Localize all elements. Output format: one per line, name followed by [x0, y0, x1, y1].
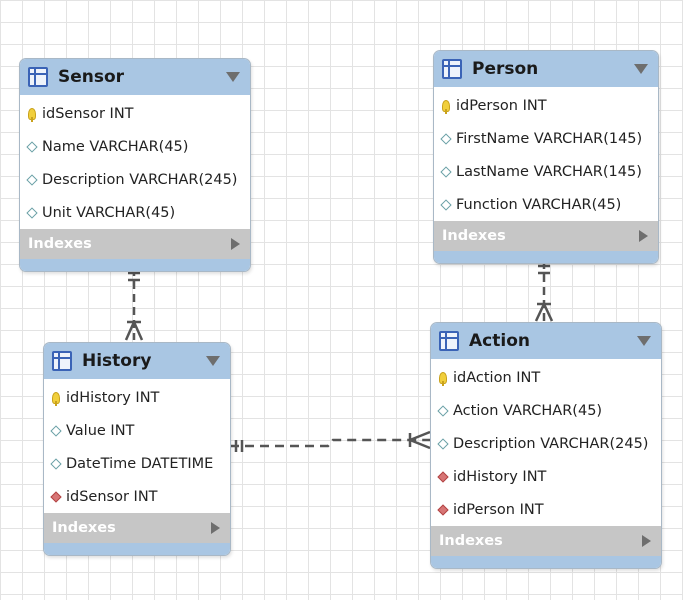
- column-row[interactable]: Function VARCHAR(45): [434, 188, 658, 221]
- primary-key-icon: [26, 107, 38, 122]
- column-row[interactable]: idAction INT: [431, 361, 661, 394]
- table-icon: [442, 59, 462, 79]
- indexes-label: Indexes: [28, 236, 92, 252]
- column-name: Description VARCHAR(245): [42, 171, 238, 188]
- column-name: idAction INT: [453, 369, 541, 386]
- foreign-key-icon: [50, 490, 62, 503]
- column-name: Action VARCHAR(45): [453, 402, 603, 419]
- column-name: idPerson INT: [453, 501, 544, 518]
- table-icon: [439, 331, 459, 351]
- column-row[interactable]: Value INT: [44, 414, 230, 447]
- column-diamond-icon: [437, 437, 449, 450]
- column-diamond-icon: [440, 132, 452, 145]
- indexes-section[interactable]: Indexes: [431, 526, 661, 556]
- expand-arrow-icon[interactable]: [642, 535, 651, 547]
- table-history[interactable]: History idHistory INT Value INT DateTime…: [43, 342, 231, 556]
- table-header[interactable]: Person: [434, 51, 658, 87]
- column-name: idHistory INT: [453, 468, 547, 485]
- table-footer: [434, 251, 658, 263]
- collapse-caret-icon[interactable]: [637, 336, 651, 346]
- column-row[interactable]: idSensor INT: [20, 97, 250, 130]
- column-diamond-icon: [26, 140, 38, 153]
- foreign-key-icon: [437, 470, 449, 483]
- table-header[interactable]: Sensor: [20, 59, 250, 95]
- primary-key-icon: [50, 391, 62, 406]
- table-title: Person: [472, 59, 539, 79]
- column-name: Value INT: [66, 422, 135, 439]
- indexes-label: Indexes: [439, 533, 503, 549]
- table-footer: [44, 543, 230, 555]
- column-row[interactable]: Description VARCHAR(245): [20, 163, 250, 196]
- column-row[interactable]: idHistory INT: [44, 381, 230, 414]
- indexes-label: Indexes: [442, 228, 506, 244]
- table-title: Action: [469, 331, 530, 351]
- relationship-history-action[interactable]: [230, 430, 431, 452]
- table-icon: [52, 351, 72, 371]
- column-row[interactable]: Action VARCHAR(45): [431, 394, 661, 427]
- relationship-person-action[interactable]: [534, 261, 554, 322]
- column-name: Unit VARCHAR(45): [42, 204, 176, 221]
- column-name: idHistory INT: [66, 389, 160, 406]
- column-name: Description VARCHAR(245): [453, 435, 649, 452]
- column-name: idSensor INT: [66, 488, 158, 505]
- primary-key-icon: [440, 99, 452, 114]
- column-diamond-icon: [440, 198, 452, 211]
- column-name: FirstName VARCHAR(145): [456, 130, 643, 147]
- collapse-caret-icon[interactable]: [634, 64, 648, 74]
- collapse-caret-icon[interactable]: [206, 356, 220, 366]
- table-footer: [431, 556, 661, 568]
- table-header[interactable]: History: [44, 343, 230, 379]
- column-diamond-icon: [437, 404, 449, 417]
- table-icon: [28, 67, 48, 87]
- table-person[interactable]: Person idPerson INT FirstName VARCHAR(14…: [433, 50, 659, 264]
- column-name: idSensor INT: [42, 105, 134, 122]
- table-title: Sensor: [58, 67, 125, 87]
- indexes-section[interactable]: Indexes: [44, 513, 230, 543]
- table-title: History: [82, 351, 152, 371]
- table-action[interactable]: Action idAction INT Action VARCHAR(45) D…: [430, 322, 662, 569]
- column-diamond-icon: [50, 457, 62, 470]
- table-sensor[interactable]: Sensor idSensor INT Name VARCHAR(45) Des…: [19, 58, 251, 272]
- column-diamond-icon: [26, 173, 38, 186]
- expand-arrow-icon[interactable]: [639, 230, 648, 242]
- expand-arrow-icon[interactable]: [211, 522, 220, 534]
- column-row[interactable]: Description VARCHAR(245): [431, 427, 661, 460]
- column-row[interactable]: idSensor INT: [44, 480, 230, 513]
- indexes-label: Indexes: [52, 520, 116, 536]
- column-row[interactable]: idPerson INT: [434, 89, 658, 122]
- column-row[interactable]: idPerson INT: [431, 493, 661, 526]
- expand-arrow-icon[interactable]: [231, 238, 240, 250]
- primary-key-icon: [437, 371, 449, 386]
- table-header[interactable]: Action: [431, 323, 661, 359]
- table-footer: [20, 259, 250, 271]
- column-name: idPerson INT: [456, 97, 547, 114]
- column-row[interactable]: Unit VARCHAR(45): [20, 196, 250, 229]
- column-row[interactable]: FirstName VARCHAR(145): [434, 122, 658, 155]
- column-name: LastName VARCHAR(145): [456, 163, 642, 180]
- column-name: Function VARCHAR(45): [456, 196, 622, 213]
- relationship-sensor-history[interactable]: [124, 268, 144, 341]
- column-diamond-icon: [440, 165, 452, 178]
- column-row[interactable]: DateTime DATETIME: [44, 447, 230, 480]
- indexes-section[interactable]: Indexes: [20, 229, 250, 259]
- column-row[interactable]: Name VARCHAR(45): [20, 130, 250, 163]
- column-row[interactable]: idHistory INT: [431, 460, 661, 493]
- column-diamond-icon: [50, 424, 62, 437]
- column-name: Name VARCHAR(45): [42, 138, 189, 155]
- foreign-key-icon: [437, 503, 449, 516]
- indexes-section[interactable]: Indexes: [434, 221, 658, 251]
- collapse-caret-icon[interactable]: [226, 72, 240, 82]
- column-diamond-icon: [26, 206, 38, 219]
- column-name: DateTime DATETIME: [66, 455, 214, 472]
- column-row[interactable]: LastName VARCHAR(145): [434, 155, 658, 188]
